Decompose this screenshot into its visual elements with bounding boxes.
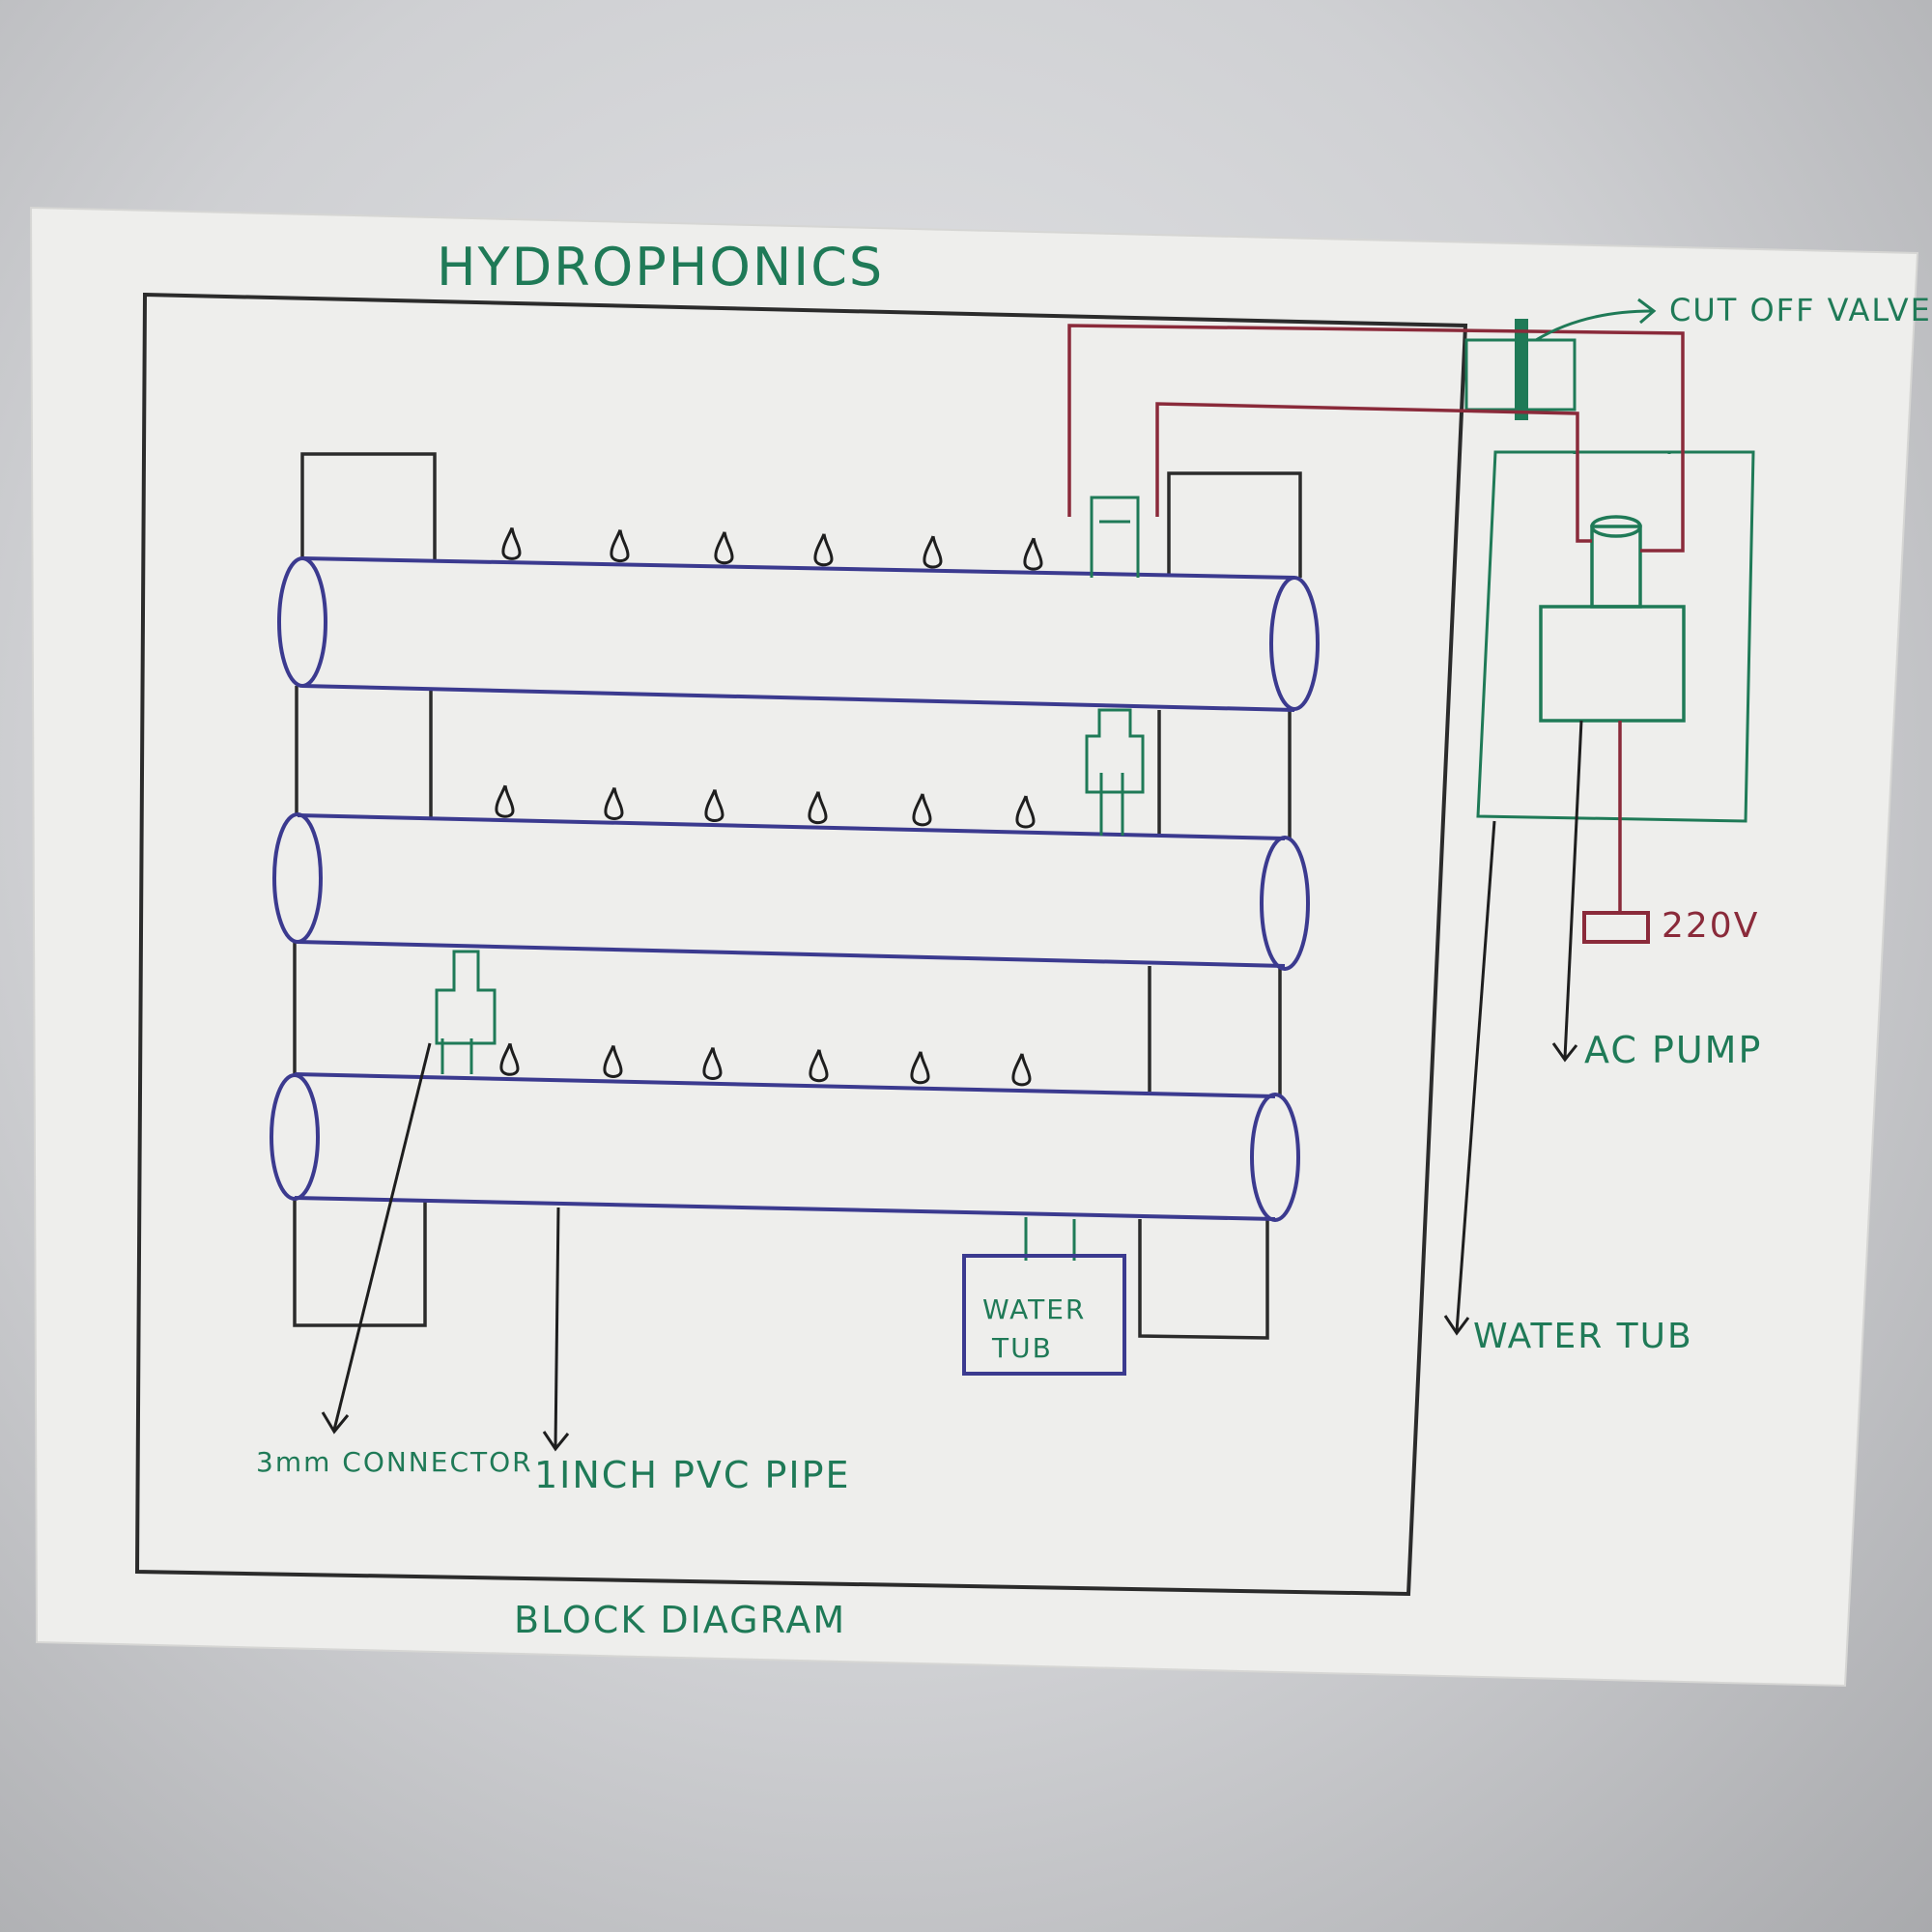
- plant-hole-2-6: [1015, 795, 1036, 829]
- voltage-label: 220V: [1662, 906, 1759, 946]
- plant-hole-3-3: [702, 1046, 723, 1080]
- plant-hole-1-3: [714, 531, 734, 565]
- plant-hole-3-2: [603, 1044, 623, 1078]
- ac-pump-label: AC PUMP: [1584, 1029, 1762, 1071]
- support-box-top-right: [1167, 471, 1302, 578]
- plant-hole-2-4: [808, 791, 828, 825]
- inner-water-tub: [962, 1254, 1126, 1376]
- pvc-pipes: [270, 556, 1320, 1222]
- plant-hole-1-2: [610, 529, 630, 563]
- connectors: [435, 496, 1145, 1261]
- plant-holes: [495, 526, 1043, 1087]
- cut-off-valve: [1515, 319, 1528, 420]
- plant-hole-3-5: [910, 1051, 930, 1085]
- cut-off-valve-label: CUT OFF VALVE: [1669, 292, 1932, 328]
- plant-hole-1-4: [813, 533, 834, 567]
- feed-line-outer: [1067, 324, 1685, 553]
- plant-hole-1-1: [501, 526, 522, 560]
- outer-frame: [134, 292, 1468, 1597]
- power-plug: [1582, 911, 1650, 944]
- ac-pump-outlet: [1590, 525, 1642, 609]
- ac-pump-outlet-top: [1590, 515, 1642, 538]
- pvc-pipe-2: [272, 812, 1310, 971]
- plant-hole-3-6: [1011, 1053, 1032, 1087]
- footer-label: BLOCK DIAGRAM: [514, 1599, 846, 1641]
- ac-pump: [1539, 515, 1686, 723]
- feed-lines: [1067, 324, 1685, 913]
- pvc-pipe-1: [277, 556, 1320, 712]
- plant-hole-3-4: [809, 1049, 829, 1083]
- connector-lower-left: [435, 950, 497, 1074]
- diagram-title: HYDROPHONICS: [437, 237, 884, 298]
- connector-upper-right: [1085, 708, 1145, 836]
- support-boxes: [293, 452, 1302, 1340]
- plant-hole-3-1: [499, 1042, 520, 1076]
- pvc-pipe-3: [270, 1072, 1300, 1222]
- inner-water-tub-label-line1: WATER: [982, 1293, 1086, 1325]
- feed-line-inner: [1155, 402, 1592, 543]
- plant-hole-1-5: [923, 535, 943, 569]
- connector-label: 3mm CONNECTOR: [256, 1446, 533, 1478]
- plant-hole-2-3: [704, 788, 724, 823]
- support-box-top-left: [300, 452, 437, 560]
- plant-hole-1-6: [1023, 537, 1043, 571]
- inner-water-tub-label-line2: TUB: [991, 1332, 1053, 1364]
- connector-outlet: [1024, 1217, 1076, 1261]
- outer-water-tub-label: WATER TUB: [1473, 1317, 1693, 1356]
- connector-inlet: [1090, 496, 1140, 578]
- leader-arrows: [321, 720, 1583, 1452]
- pvc-pipe-label: 1INCH PVC PIPE: [534, 1454, 851, 1496]
- plant-hole-2-5: [912, 793, 932, 827]
- plant-hole-2-2: [604, 786, 624, 820]
- cut-off-valve-arrow: [1535, 298, 1657, 342]
- plant-hole-2-1: [495, 784, 515, 818]
- support-box-bottom-right: [1138, 1219, 1269, 1340]
